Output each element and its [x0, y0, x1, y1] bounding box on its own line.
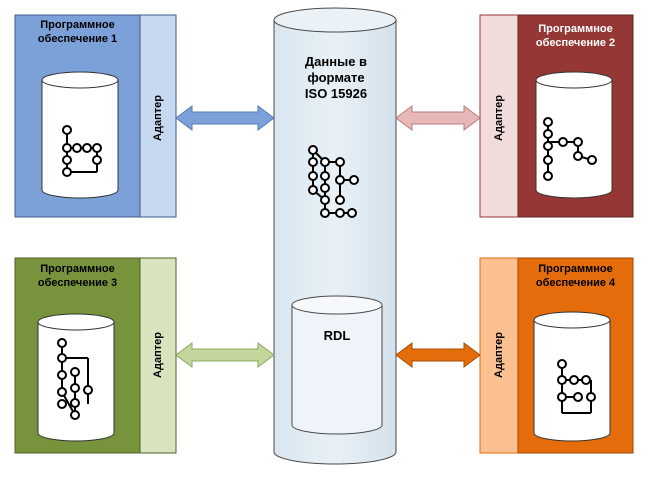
block-1-title-line-1: Программное — [40, 19, 115, 31]
block-4-title: Программное обеспечение 4 — [518, 262, 633, 290]
block-3-title-line-2: обеспечение 3 — [37, 277, 118, 289]
arrow-block-1 — [175, 105, 275, 131]
adapter-label-1: Адаптер — [152, 95, 164, 141]
block-2-title-line-1: Программное — [538, 23, 613, 35]
central-title-line-3: ISO 15926 — [304, 86, 368, 101]
node-graph-icon — [543, 117, 597, 181]
block-4-title-line-2: обеспечение 4 — [535, 277, 616, 289]
software-block-2 — [479, 14, 634, 218]
block-2-title: Программное обеспечение 2 — [518, 22, 633, 50]
arrow-block-4 — [395, 342, 481, 368]
node-graph-icon — [308, 145, 359, 218]
block-1-title: Программное обеспечение 1 — [15, 18, 140, 46]
arrow-block-2 — [395, 105, 481, 131]
adapter-label-2: Адаптер — [493, 95, 505, 141]
central-title: Данные в формате ISO 15926 — [276, 54, 396, 102]
arrow-block-3 — [175, 342, 275, 368]
node-graph-icon — [57, 338, 93, 420]
rdl-label: RDL — [323, 328, 351, 343]
block-3-title: Программное обеспечение 3 — [15, 262, 140, 290]
block-1-title-line-2: обеспечение 1 — [37, 33, 118, 45]
adapter-label-4: Адаптер — [493, 332, 505, 378]
block-3-title-line-1: Программное — [40, 263, 115, 275]
block-2-title-line-2: обеспечение 2 — [535, 37, 616, 49]
node-graph-icon — [62, 125, 102, 177]
central-title-line-1: Данные в — [304, 54, 368, 69]
software-block-3 — [14, 257, 177, 454]
node-graph-icon — [557, 359, 596, 414]
central-title-line-2: формате — [307, 70, 365, 85]
adapter-label-3: Адаптер — [152, 332, 164, 378]
software-block-1 — [14, 14, 177, 218]
rdl-cylinder — [291, 295, 383, 435]
block-4-title-line-1: Программное — [538, 263, 613, 275]
